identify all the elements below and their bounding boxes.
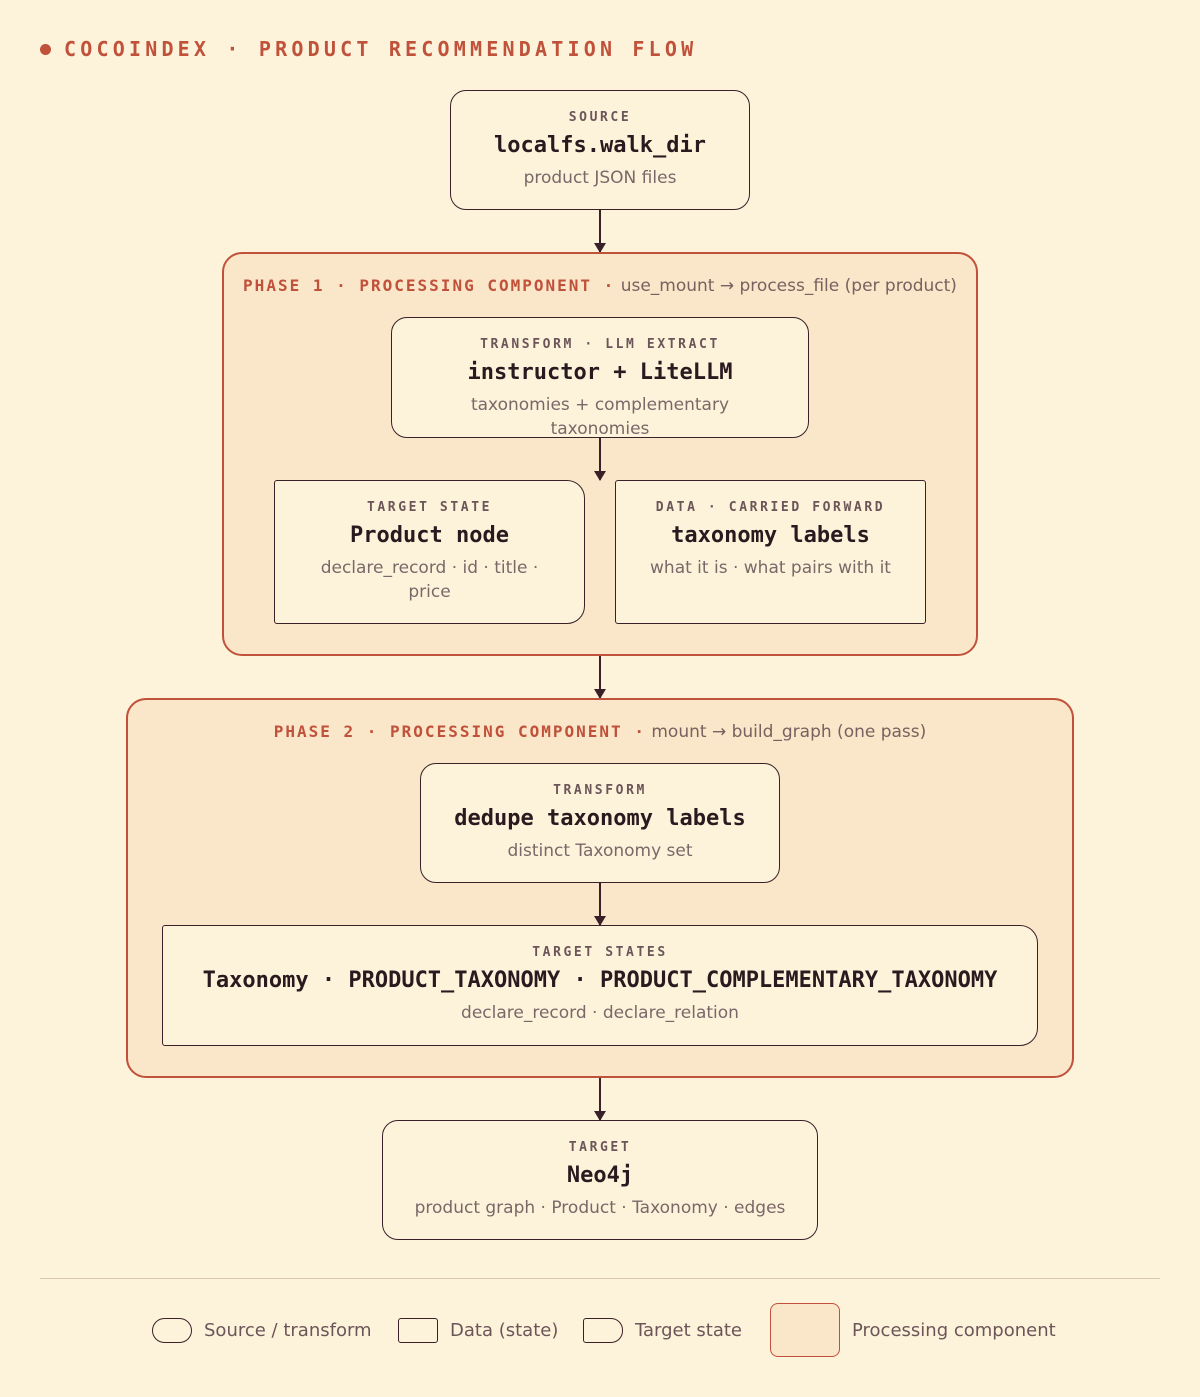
legend-swatch-source-transform — [152, 1318, 192, 1343]
target-states-node: TARGET STATES Taxonomy · PRODUCT_TAXONOM… — [162, 925, 1038, 1046]
dedupe-subtitle: distinct Taxonomy set — [507, 841, 693, 861]
arrow-phase2-to-target — [594, 1078, 606, 1121]
phase1-label: PHASE 1 · PROCESSING COMPONENT · use_mou… — [224, 276, 976, 296]
taxonomy-labels-data: DATA · CARRIED FORWARD taxonomy labels w… — [615, 480, 926, 624]
product-node-subtitle: declare_record · id · title · price — [320, 558, 539, 602]
neo4j-target-node: TARGET Neo4j product graph · Product · T… — [382, 1120, 818, 1240]
diagram-title: COCOINDEX · PRODUCT RECOMMENDATION FLOW — [64, 37, 698, 61]
legend-divider — [40, 1278, 1160, 1279]
phase2-label: PHASE 2 · PROCESSING COMPONENT · mount →… — [128, 722, 1072, 742]
taxonomy-labels-title: taxonomy labels — [671, 523, 870, 548]
legend-label-target-state: Target state — [635, 1320, 743, 1341]
neo4j-kicker: TARGET — [568, 1140, 632, 1155]
source-node: SOURCE localfs.walk_dir product JSON fil… — [450, 90, 750, 210]
product-node-target: TARGET STATE Product node declare_record… — [274, 480, 585, 624]
llm-extract-subtitle: taxonomies + complementary taxonomies — [470, 395, 730, 439]
product-node-title: Product node — [350, 523, 509, 548]
legend-swatch-target-state — [583, 1318, 623, 1343]
arrow-phase1-to-phase2 — [594, 656, 606, 699]
arrow-extract-to-outputs — [594, 438, 606, 481]
phase2-label-detail: mount → build_graph (one pass) — [651, 722, 927, 742]
source-title: localfs.walk_dir — [494, 133, 706, 158]
llm-extract-node: TRANSFORM · LLM EXTRACT instructor + Lit… — [391, 317, 809, 439]
llm-extract-kicker: TRANSFORM · LLM EXTRACT — [480, 337, 720, 352]
arrow-dedupe-to-targets — [594, 883, 606, 926]
legend-label-source-transform: Source / transform — [204, 1320, 372, 1341]
legend-swatch-processing-component — [770, 1303, 840, 1357]
source-subtitle: product JSON files — [523, 168, 677, 188]
taxonomy-labels-kicker: DATA · CARRIED FORWARD — [655, 500, 886, 515]
target-states-kicker: TARGET STATES — [532, 945, 668, 960]
legend-swatch-data-state — [398, 1318, 438, 1343]
dedupe-kicker: TRANSFORM — [553, 783, 647, 798]
phase1-label-key: PHASE 1 · PROCESSING COMPONENT · — [243, 276, 616, 295]
llm-extract-title: instructor + LiteLLM — [467, 360, 733, 385]
legend-label-processing-component: Processing component — [852, 1320, 1056, 1341]
phase2-label-key: PHASE 2 · PROCESSING COMPONENT · — [273, 722, 646, 741]
neo4j-subtitle: product graph · Product · Taxonomy · edg… — [414, 1198, 786, 1218]
source-kicker: SOURCE — [568, 110, 632, 125]
dedupe-title: dedupe taxonomy labels — [454, 806, 746, 831]
product-node-kicker: TARGET STATE — [366, 500, 493, 515]
legend-label-data-state: Data (state) — [450, 1320, 559, 1341]
target-states-subtitle: declare_record · declare_relation — [461, 1003, 739, 1023]
taxonomy-labels-subtitle: what it is · what pairs with it — [650, 558, 891, 578]
legend: Source / transform Data (state) Target s… — [0, 1302, 1200, 1358]
arrow-source-to-phase1 — [594, 210, 606, 253]
dedupe-node: TRANSFORM dedupe taxonomy labels distinc… — [420, 763, 780, 883]
neo4j-title: Neo4j — [566, 1163, 634, 1188]
header-dot-icon — [40, 43, 51, 55]
diagram-header: COCOINDEX · PRODUCT RECOMMENDATION FLOW — [40, 36, 697, 62]
phase1-label-detail: use_mount → process_file (per product) — [620, 276, 957, 296]
target-states-title: Taxonomy · PRODUCT_TAXONOMY · PRODUCT_CO… — [202, 968, 998, 993]
